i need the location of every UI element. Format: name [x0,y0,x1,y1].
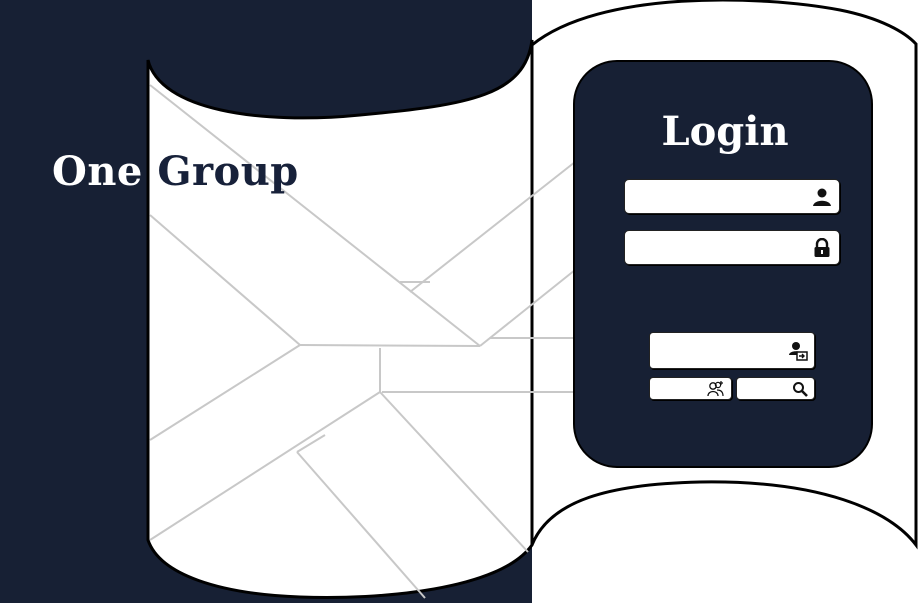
user-login-icon [789,342,808,361]
username-input[interactable] [631,183,805,209]
brand-word-group: Group [157,148,299,195]
password-input[interactable] [631,234,805,260]
login-submit-button[interactable] [649,332,815,369]
brand-word-one: One [52,148,143,195]
brand-title: One Group [52,148,299,195]
login-card: Login [573,60,873,468]
search-button[interactable] [736,377,815,400]
map-lines [149,84,576,599]
password-field[interactable] [624,230,840,265]
users-add-icon [707,381,724,397]
username-field[interactable] [624,179,840,214]
user-icon [813,188,831,206]
search-icon [793,382,808,397]
map-panel [146,39,534,599]
register-button[interactable] [649,377,732,400]
lock-icon [814,238,830,257]
login-title: Login [661,108,789,155]
